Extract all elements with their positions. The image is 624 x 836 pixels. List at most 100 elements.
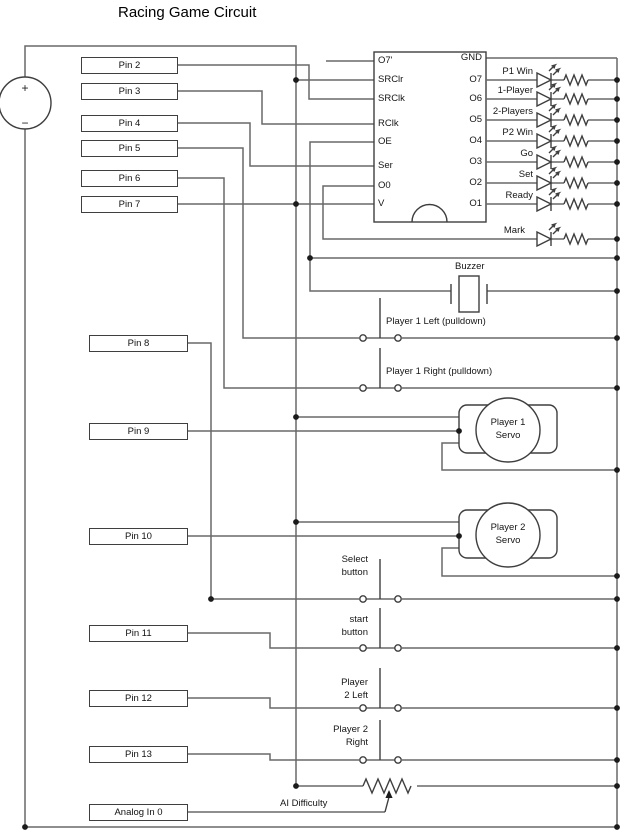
led-set xyxy=(486,166,617,192)
pin13-p2right-wire xyxy=(188,753,359,761)
vcc-rail-wire xyxy=(24,45,297,786)
p2left-line1: Player xyxy=(341,677,368,688)
chip-pin-label-rclk: RClk xyxy=(378,118,399,129)
pin-box-pin-12: Pin 12 xyxy=(89,690,188,707)
power-minus-label: − xyxy=(21,116,28,130)
buzzer-label: Buzzer xyxy=(455,261,485,272)
switch-select xyxy=(359,559,402,603)
chip-pin-label-ser: Ser xyxy=(378,160,393,171)
pin-box-pin-13: Pin 13 xyxy=(89,746,188,763)
servo1-ground-wire xyxy=(441,442,617,471)
led-label-set: Set xyxy=(518,169,533,180)
led-p1-win xyxy=(486,63,617,89)
pin-box-pin-7: Pin 7 xyxy=(81,196,178,213)
pin8-select-wire xyxy=(188,342,359,600)
chip-pin-label-o7: O7 xyxy=(469,74,482,85)
pin4-ser-wire xyxy=(178,122,374,167)
chip-pin-label-v: V xyxy=(378,198,385,209)
resistor xyxy=(563,134,589,148)
pin-box-pin-6: Pin 6 xyxy=(81,170,178,187)
servo-player-1-symbol xyxy=(458,397,558,463)
chip-pin-label-o0: O0 xyxy=(378,180,391,191)
servo1-line1: Player 1 xyxy=(490,417,526,428)
led-label-go: Go xyxy=(520,148,533,159)
p2right-line1: Player 2 xyxy=(333,724,368,735)
pin-box-pin-5: Pin 5 xyxy=(81,140,178,157)
led-ready xyxy=(486,187,617,213)
switch-player-1-left xyxy=(359,298,402,342)
resistor xyxy=(563,155,589,169)
pin-box-pin-3: Pin 3 xyxy=(81,83,178,100)
pot-resistor xyxy=(362,777,412,795)
pin6-switch-wire xyxy=(178,177,359,389)
servo2-line2: Servo xyxy=(495,534,521,546)
power-source-symbol: + − xyxy=(0,76,52,130)
resistor xyxy=(563,176,589,190)
led-p2-win xyxy=(486,124,617,150)
pin-box-analog-in-0: Analog In 0 xyxy=(89,804,188,821)
chip-pin-label-srclr: SRClr xyxy=(378,74,404,85)
led-label-ready: Ready xyxy=(505,190,533,201)
pin3-rclk-wire xyxy=(178,90,374,125)
chip-pin-label-o4: O4 xyxy=(469,135,482,146)
select-line1: Select xyxy=(341,554,368,565)
switch-player-1-right xyxy=(359,348,402,392)
junction-dots xyxy=(22,77,620,830)
power-plus-label: + xyxy=(21,81,28,95)
pin-box-pin-8: Pin 8 xyxy=(89,335,188,352)
shift-register-chip xyxy=(373,51,487,223)
start-line1: start xyxy=(349,614,368,625)
led-label-1-player: 1-Player xyxy=(497,85,533,96)
pin12-p2left-wire xyxy=(188,697,359,709)
servo-player-2-symbol xyxy=(458,502,558,568)
resistor xyxy=(563,92,589,106)
resistor xyxy=(563,113,589,127)
led-go xyxy=(486,145,617,171)
resistor xyxy=(563,197,589,211)
oe-wire xyxy=(309,141,617,292)
servo1-line2: Servo xyxy=(495,429,521,441)
p2right-line2: Right xyxy=(345,736,368,748)
switch-start xyxy=(359,608,402,652)
chip-pin-label-gnd: GND xyxy=(460,52,482,63)
switch-player-2-right xyxy=(359,720,402,764)
page-title: Racing Game Circuit xyxy=(118,4,257,21)
pin2-srclk-wire xyxy=(178,64,374,100)
led-label-2-players: 2-Players xyxy=(492,106,533,117)
p2left-line2: 2 Left xyxy=(344,689,368,701)
servo2-ground-wire xyxy=(441,547,617,577)
pin11-start-wire xyxy=(188,632,359,649)
chip-pin-label-o1: O1 xyxy=(469,198,482,209)
o0-mark-wire xyxy=(322,185,537,240)
potentiometer-label: AI Difficulty xyxy=(280,798,328,809)
led-mark xyxy=(536,222,617,248)
potentiometer-symbol xyxy=(362,777,412,813)
pin-box-pin-4: Pin 4 xyxy=(81,115,178,132)
led-2-players xyxy=(486,103,617,129)
pin5-switch-wire xyxy=(178,147,359,339)
select-line2: button xyxy=(341,566,368,578)
chip-pin-label-o2: O2 xyxy=(469,177,482,188)
chip-pin-label-oe: OE xyxy=(378,136,392,147)
pin-box-pin-11: Pin 11 xyxy=(89,625,188,642)
pin-box-pin-9: Pin 9 xyxy=(89,423,188,440)
chip-pin-label-o5: O5 xyxy=(469,114,482,125)
resistor xyxy=(563,73,589,87)
resistor xyxy=(563,232,589,246)
chip-pin-label-o6: O6 xyxy=(469,93,482,104)
start-line2: button xyxy=(341,626,368,638)
led-label-mark: Mark xyxy=(503,225,525,236)
left-ground-bus-wire xyxy=(24,129,617,828)
pin-box-pin-2: Pin 2 xyxy=(81,57,178,74)
chip-notch xyxy=(411,203,448,223)
switch-player-2-left xyxy=(359,668,402,712)
led-label-p2-win: P2 Win xyxy=(502,127,533,138)
